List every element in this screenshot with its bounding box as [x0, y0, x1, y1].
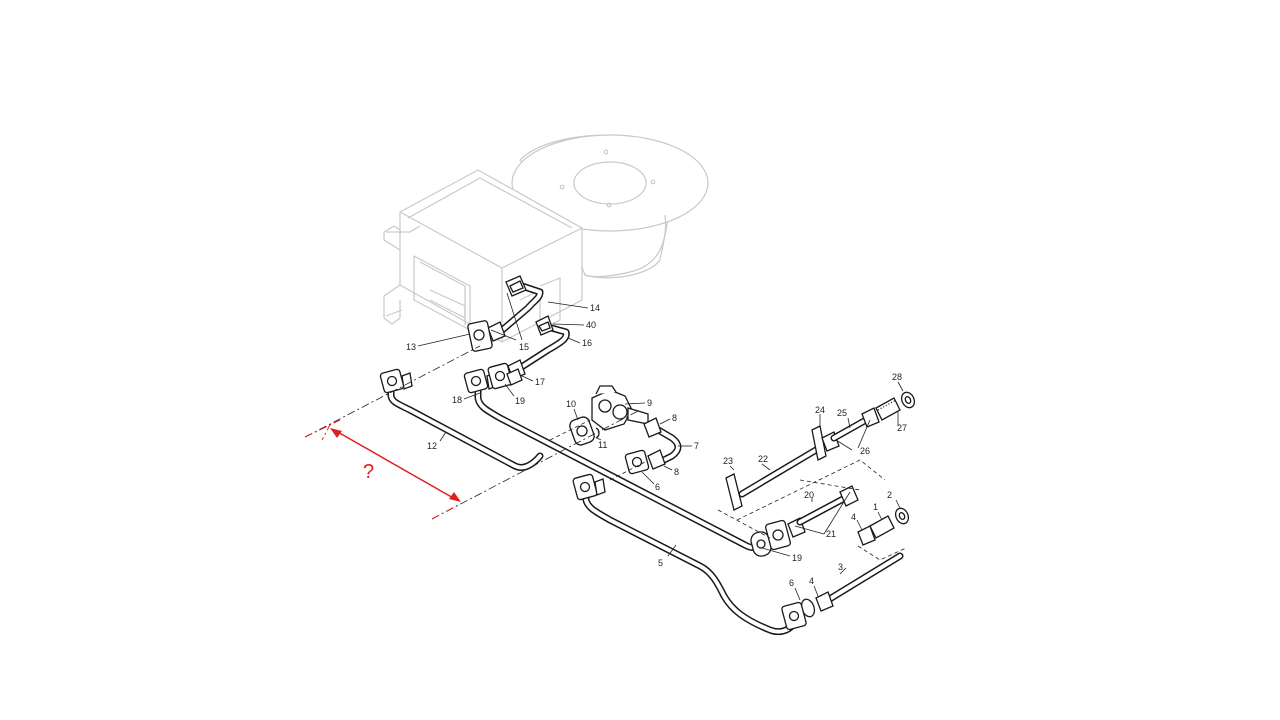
callout-3: 3: [838, 562, 843, 572]
callout-28: 28: [892, 372, 902, 382]
callout-1: 1: [873, 502, 878, 512]
lower-middle-assembly: [736, 459, 886, 557]
callout-9: 9: [647, 398, 652, 408]
callout-20: 20: [804, 490, 814, 500]
callout-17: 17: [535, 377, 545, 387]
unknown-length-measurement: ?: [304, 419, 461, 520]
right-lower-assembly: [781, 507, 910, 631]
callout-15: 15: [519, 342, 529, 352]
callout-13: 13: [406, 342, 416, 352]
leader-lines: [417, 292, 904, 601]
callout-26: 26: [860, 446, 870, 456]
heater-housing-ghost: [383, 134, 709, 343]
callout-16: 16: [582, 338, 592, 348]
callout-40: 40: [586, 320, 596, 330]
callout-5: 5: [658, 558, 663, 568]
fitting-top-14: [505, 275, 527, 297]
callout-4-lower: 4: [809, 576, 814, 586]
fitting-8-bottom: [647, 449, 666, 470]
callout-8-upper: 8: [672, 413, 677, 423]
blower-top: [511, 134, 709, 232]
callout-12: 12: [427, 441, 437, 451]
callout-2: 2: [887, 490, 892, 500]
fitting-4-upper: [857, 525, 876, 546]
callout-14: 14: [590, 303, 600, 313]
callout-23: 23: [723, 456, 733, 466]
callout-25: 25: [837, 408, 847, 418]
callout-7: 7: [694, 441, 699, 451]
fitting-27: [875, 397, 901, 421]
callout-24: 24: [815, 405, 825, 415]
seal-11: [595, 427, 600, 439]
callout-11: 11: [598, 440, 607, 450]
callout-27: 27: [897, 423, 907, 433]
fitting-26-right: [861, 407, 880, 428]
callout-10: 10: [566, 399, 576, 409]
callout-21: 21: [826, 529, 836, 539]
callout-22: 22: [758, 454, 768, 464]
pump-assembly: [569, 385, 682, 475]
dimension-line: [335, 430, 456, 500]
fitting-8-top: [643, 417, 662, 438]
callout-labels: 14 40 16 15 13 17 18 19 12 10 11 9 8 7 8…: [406, 303, 907, 588]
callout-18: 18: [452, 395, 462, 405]
callout-6-lower: 6: [789, 578, 794, 588]
callout-8-lower: 8: [674, 467, 679, 477]
upper-hoses: [467, 275, 570, 380]
bracket-24: [811, 425, 827, 461]
unknown-length-label: ?: [363, 461, 374, 483]
fitting-4-lower: [815, 591, 834, 612]
fitting-40: [535, 315, 554, 336]
center-lines: [304, 345, 646, 520]
callout-19-upper: 19: [515, 396, 525, 406]
fitting-15: [467, 320, 506, 352]
arrow-right-icon: [449, 492, 461, 502]
callout-19-lower: 19: [792, 553, 802, 563]
right-upper-assembly: [717, 391, 916, 539]
pipe-12: [379, 368, 544, 471]
arrow-left-icon: [330, 428, 342, 438]
callout-4-upper: 4: [851, 512, 856, 522]
pipe-5: [572, 473, 796, 636]
bracket-23: [725, 473, 743, 511]
callout-6-upper: 6: [655, 482, 660, 492]
